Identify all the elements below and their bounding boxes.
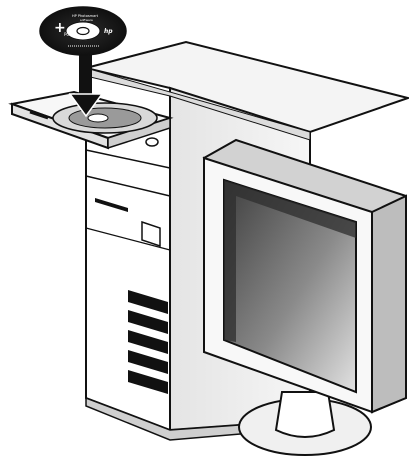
- cd-product-text-2: software: [80, 18, 93, 22]
- disc-hub: [88, 114, 108, 122]
- monitor-side: [372, 196, 406, 412]
- monitor-stand-neck: [276, 392, 334, 437]
- cd-brand-logo: hp: [104, 28, 113, 35]
- cd-center-hole: [77, 28, 89, 35]
- cd-label-sub: PC: [64, 32, 69, 37]
- cd-disc: + PC hp HP Photosmart software: [40, 7, 126, 55]
- eject-button[interactable]: [146, 138, 158, 146]
